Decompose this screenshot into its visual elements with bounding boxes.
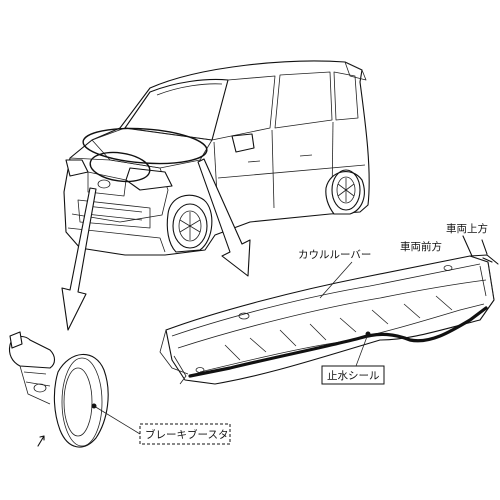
cowl-louver-label: カウルルーバー <box>298 249 371 261</box>
vehicle-front-label: 車両前方 <box>400 240 442 253</box>
car-illustration <box>63 60 370 256</box>
cowl-louver-part <box>159 255 495 385</box>
water-seal-line <box>188 306 488 378</box>
brake-booster-part <box>8 331 109 448</box>
booster-pointer-arrow <box>37 435 45 447</box>
arrow-to-cowl-louver <box>197 158 251 277</box>
water-seal-leader <box>355 333 369 367</box>
booster-highlight-ellipse <box>89 151 151 183</box>
vehicle-up-label: 車両上方 <box>446 222 488 235</box>
direction-indicator <box>462 235 499 265</box>
water-seal-leader-dot <box>365 331 371 337</box>
brake-booster-leader-dot <box>91 403 97 409</box>
cowl-highlight-ellipse <box>82 127 208 165</box>
water-seal-label-box <box>321 365 385 385</box>
cowl-louver-leader <box>319 261 353 299</box>
brake-booster-label: ブレーキブースタ <box>145 428 228 441</box>
water-seal-label: 止水シール <box>327 370 380 382</box>
arrow-to-brake-booster <box>61 187 97 331</box>
brake-booster-leader <box>93 405 141 435</box>
